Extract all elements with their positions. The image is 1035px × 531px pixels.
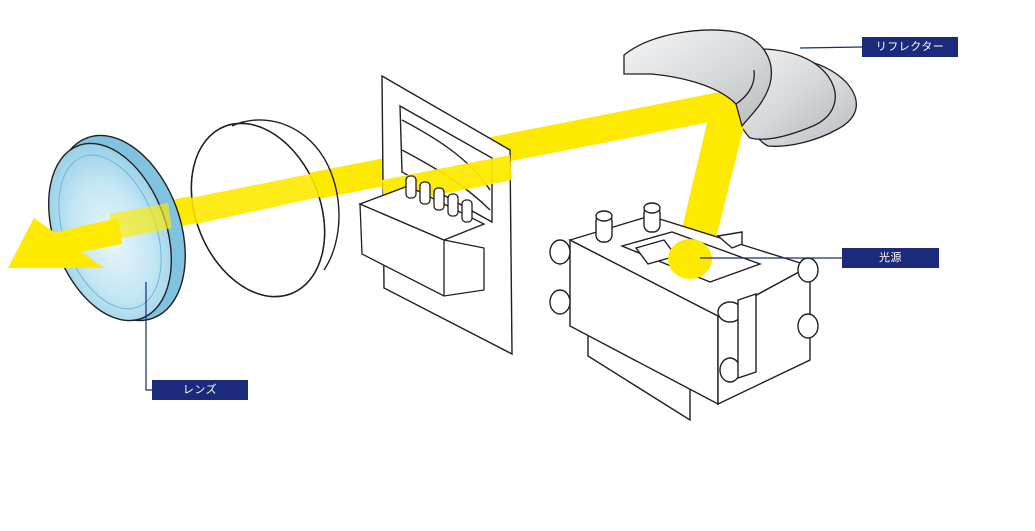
light-source-spot — [668, 239, 712, 279]
lens-label: レンズ — [152, 380, 248, 400]
light-source-housing — [550, 203, 818, 420]
reflector-label: リフレクター — [862, 37, 958, 57]
reflector-leader — [800, 47, 862, 48]
light-source-label: 光源 — [842, 248, 939, 268]
